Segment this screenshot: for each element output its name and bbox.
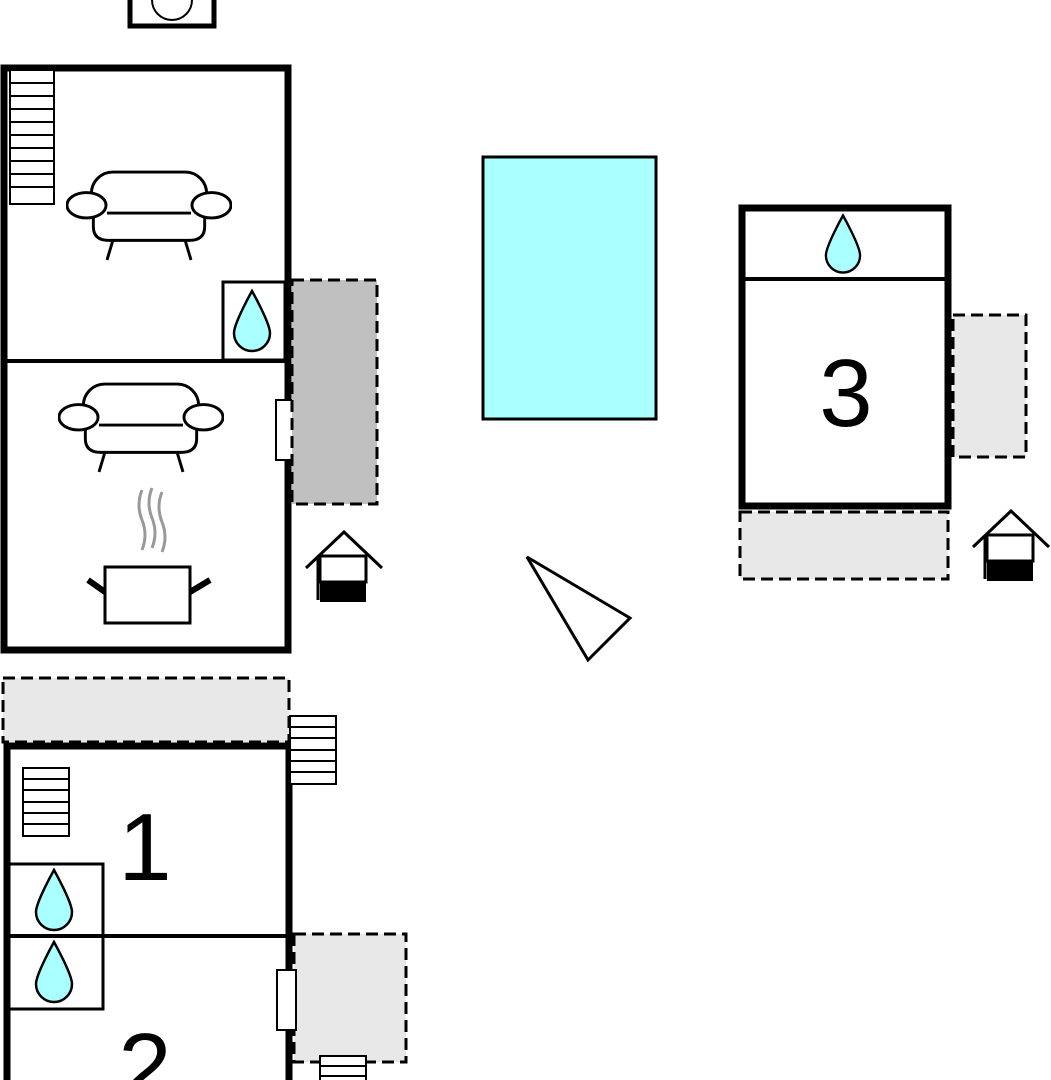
room-label-3: 3 — [819, 340, 872, 447]
pool — [481, 155, 658, 421]
terrace — [292, 932, 408, 1064]
stairs-icon — [22, 767, 70, 837]
stairs-icon — [319, 1055, 367, 1080]
stairs-icon — [289, 715, 337, 785]
cooking-pot-icon — [86, 487, 212, 625]
room-label-2: 2 — [118, 1014, 171, 1080]
house-entrance-icon — [971, 509, 1051, 583]
room-label-1: 1 — [118, 794, 171, 901]
house-entrance-icon — [304, 530, 384, 604]
stairs-icon — [9, 69, 55, 205]
top-fixture — [127, 0, 217, 29]
compass-arrow-icon — [525, 555, 633, 663]
terrace — [738, 510, 950, 581]
door — [276, 969, 297, 1031]
bedroom-3: 3 — [738, 204, 952, 510]
terrace — [290, 278, 379, 506]
terrace — [1, 676, 291, 744]
terrace — [951, 313, 1028, 459]
